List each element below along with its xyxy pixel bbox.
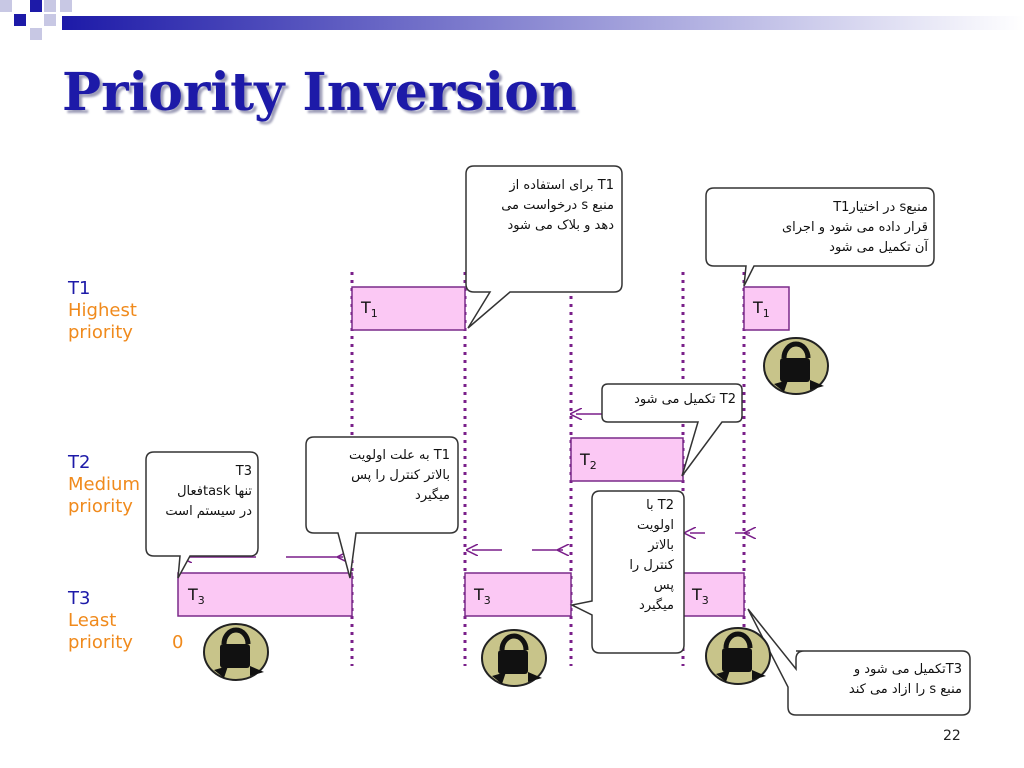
bar-task: T bbox=[474, 585, 484, 604]
callout-text-t3-release: T3تکمیل می شود و منبع s را ازاد می کند bbox=[848, 662, 962, 697]
bar-label-t1: T1 bbox=[753, 298, 770, 320]
bar-sub: 3 bbox=[197, 594, 205, 608]
bar-label-t3: T3 bbox=[692, 585, 709, 607]
callout-text-t1-preempt: T1 به علت اولویت بالاتر کنترل را پس میگی… bbox=[349, 448, 450, 503]
task-label-t2: T2 Medium priority bbox=[68, 452, 148, 518]
bar-task: T bbox=[753, 298, 763, 317]
task-priority: Medium priority bbox=[68, 474, 140, 517]
execution-bars bbox=[177, 286, 790, 617]
bar-task: T bbox=[692, 585, 702, 604]
interval-arrows bbox=[186, 414, 750, 557]
callout-text-t1-gets-s: منبعs در اختیارT1 قرار داده می شود و اجر… bbox=[781, 200, 928, 255]
callout-t3-only bbox=[145, 451, 259, 579]
t1-bar-2 bbox=[743, 286, 790, 331]
bar-sub: 1 bbox=[762, 307, 770, 321]
callout-t3-release bbox=[747, 608, 971, 716]
bar-label-t3: T3 bbox=[474, 585, 491, 607]
callout-t1-preempt bbox=[305, 436, 459, 579]
slide-title: Priority Inversion bbox=[62, 62, 577, 123]
task-name: T3 bbox=[68, 588, 91, 609]
callout-t2-complete bbox=[601, 383, 743, 477]
task-label-t1: T1 Highest priority bbox=[68, 278, 148, 344]
task-priority: Highest priority bbox=[68, 300, 137, 343]
bar-label-t2: T2 bbox=[580, 450, 597, 472]
bar-label-t3: T3 bbox=[188, 585, 205, 607]
task-label-t3: T3 Least priority bbox=[68, 588, 148, 654]
lock-icon bbox=[705, 627, 771, 685]
bar-sub: 1 bbox=[370, 307, 378, 321]
task-name: T2 bbox=[68, 452, 91, 473]
t2-bar bbox=[570, 437, 684, 482]
callout-t1-request bbox=[465, 165, 623, 329]
bar-sub: 2 bbox=[589, 459, 597, 473]
callout-text-t2-complete: T2 تکمیل می شود bbox=[634, 392, 736, 407]
t3-bar-2 bbox=[464, 572, 572, 617]
bar-task: T bbox=[361, 298, 371, 317]
bar-task: T bbox=[580, 450, 590, 469]
t3-bar-3 bbox=[682, 572, 745, 617]
task-priority: Least priority bbox=[68, 610, 133, 653]
task-name: T1 bbox=[68, 278, 91, 299]
bar-task: T bbox=[188, 585, 198, 604]
callout-text-t1-request: T1 برای استفاده از منبع s درخواست می دهد… bbox=[501, 178, 614, 233]
t1-bar-1 bbox=[351, 286, 466, 331]
callout-text-t2-preempt: T2 با اولویت بالاتر کنترل را پس میگیرد bbox=[629, 498, 674, 613]
header-decoration bbox=[0, 0, 1024, 40]
t3-bar-1 bbox=[177, 572, 353, 617]
bar-sub: 3 bbox=[701, 594, 709, 608]
bar-sub: 3 bbox=[483, 594, 491, 608]
callout-bubbles bbox=[145, 165, 971, 716]
lock-icon bbox=[481, 629, 547, 687]
page-number: 22 bbox=[943, 728, 961, 744]
lock-icon bbox=[203, 623, 269, 681]
callout-t1-gets-s bbox=[705, 187, 935, 287]
callout-t2-preempt bbox=[569, 490, 685, 654]
lock-icon bbox=[763, 337, 829, 395]
callout-text-t3-only: T3 تنها taskفعال در سیستم است bbox=[165, 464, 252, 519]
time-origin: 0 bbox=[172, 632, 184, 653]
bar-label-t1: T1 bbox=[361, 298, 378, 320]
